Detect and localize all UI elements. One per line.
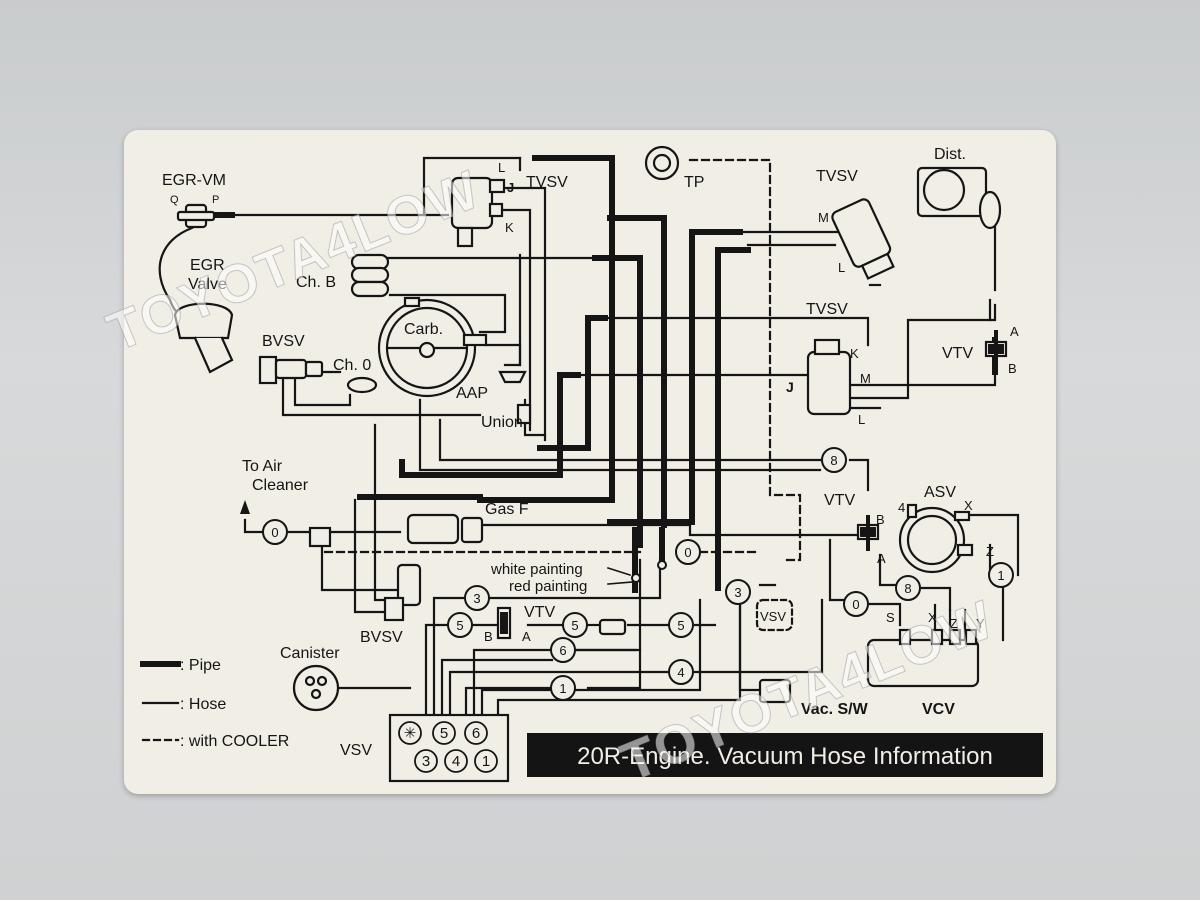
carb-label: Carb. (404, 321, 443, 338)
white-paint-marker (631, 573, 641, 583)
tvsv-mid-j-label: J (786, 379, 794, 395)
tvsv-right-m-label: M (818, 210, 829, 225)
aap-label: AAP (456, 385, 488, 402)
marker-3-right: 3 (734, 585, 741, 600)
vsv-label: VSV (340, 742, 372, 759)
vtv-right-label: VTV (942, 345, 973, 362)
ch-0-body (346, 376, 378, 394)
union-label: Union (481, 414, 523, 431)
tvsv-mid-label: TVSV (806, 301, 848, 318)
to-air-cleaner-label-2: Cleaner (252, 477, 309, 494)
vsv-port-top-1: ✳ (404, 725, 417, 742)
marker-5-right: 5 (677, 618, 684, 633)
vtv-low-label: VTV (524, 604, 555, 621)
tvsv-mid-m-label: M (860, 371, 871, 386)
vsv-port-top-3: 6 (472, 725, 480, 742)
marker-1: 1 (559, 681, 566, 696)
tp-label: TP (684, 174, 704, 191)
vcv-x-label: X (928, 610, 937, 625)
egr-valve-label-2: Valve (188, 276, 227, 293)
asv-z-label: Z (986, 544, 994, 559)
tvsv-right-l-label: L (838, 260, 845, 275)
vac-sw-body (758, 678, 792, 704)
bvsv-top-label: BVSV (262, 333, 305, 350)
marker-5-mid: 5 (571, 618, 578, 633)
tvsv-top-j-label: J (507, 180, 514, 195)
ch-0-label: Ch. 0 (333, 357, 371, 374)
vcv-y-label: Y (976, 616, 985, 631)
gas-f-body (406, 513, 460, 545)
vsv-port-bottom-1: 3 (422, 753, 430, 770)
marker-5-left: 5 (456, 618, 463, 633)
vcv-body (866, 638, 980, 688)
marker-white-0: 0 (684, 545, 691, 560)
tvsv-top-l-label: L (498, 160, 505, 175)
vtv-low-b-label: B (484, 629, 493, 644)
vtv-mid-a-label: A (877, 551, 886, 566)
marker-6: 6 (559, 643, 566, 658)
marker-asv-8-top: 8 (830, 453, 837, 468)
red-painting-label: red painting (509, 578, 587, 595)
diagram-title: 20R-Engine. Vacuum Hose Information (577, 743, 993, 770)
ch-b-label: Ch. B (296, 274, 336, 291)
asv-label: ASV (924, 484, 956, 501)
vcv-z-label: Z (950, 616, 958, 631)
air-cleaner-arrow-icon (240, 500, 250, 514)
asv-4-label: 4 (898, 500, 905, 515)
legend-hose-label: : Hose (180, 696, 226, 713)
marker-4: 4 (677, 665, 684, 680)
dist-label: Dist. (934, 146, 966, 163)
vcv-label: VCV (922, 701, 955, 718)
vtv-right-b-label: B (1008, 361, 1017, 376)
bvsv-low-body (396, 563, 422, 607)
gas-f-label: Gas F (485, 501, 529, 518)
red-paint-marker (657, 560, 667, 570)
components (173, 145, 1008, 783)
egr-vm-port-p-label: P (212, 194, 219, 206)
egr-valve-body (173, 302, 234, 340)
vtv-low-a-label: A (522, 629, 531, 644)
vsv-port-top-2: 5 (440, 725, 448, 742)
canister-label: Canister (280, 645, 340, 662)
union-body (516, 403, 532, 425)
tvsv-mid-l-label: L (858, 412, 865, 427)
bvsv-top-body (258, 355, 278, 385)
circle-markers (262, 447, 1014, 701)
marker-vcv-0: 0 (852, 597, 859, 612)
legend-pipe-label: : Pipe (180, 657, 221, 674)
egr-valve-label-1: EGR (190, 257, 225, 274)
vtv-mid-b-label: B (876, 512, 885, 527)
vtv-right-a-label: A (1010, 324, 1019, 339)
tvsv-mid-k-label: K (850, 346, 859, 361)
t-fitting (308, 526, 332, 548)
aap-body (498, 370, 527, 384)
tvsv-top-label: TVSV (526, 174, 568, 191)
marker-3-left: 3 (473, 591, 480, 606)
vsv-port-bottom-3: 1 (482, 753, 490, 770)
marker-air-0: 0 (271, 525, 278, 540)
white-painting-label: white painting (490, 561, 583, 578)
asv-x-label: X (964, 498, 973, 513)
bvsv-low-label: BVSV (360, 629, 403, 646)
tvsv-top-k-label: K (505, 220, 514, 235)
egr-vm-label: EGR-VM (162, 172, 226, 189)
vsv-port-circles (398, 721, 498, 773)
tvsv-mid-body (806, 350, 852, 416)
egr-vm-port-q-label: Q (170, 194, 179, 206)
vsv-dashed-label: VSV (760, 609, 786, 624)
vsv-port-bottom-2: 4 (452, 753, 460, 770)
tvsv-right-label: TVSV (816, 168, 858, 185)
canister-body (292, 664, 340, 712)
vtv-mid-label: VTV (824, 492, 855, 509)
to-air-cleaner-label-1: To Air (242, 458, 283, 475)
legend-cooler-label: : with COOLER (180, 733, 289, 750)
title-bar (527, 733, 1043, 777)
vcv-s-label: S (886, 610, 895, 625)
vac-sw-label: Vac. S/W (801, 701, 869, 718)
marker-asv-1: 1 (997, 568, 1004, 583)
marker-asv-8-low: 8 (904, 581, 911, 596)
vsv-dashed-body (755, 598, 794, 632)
hoses (158, 156, 1020, 717)
